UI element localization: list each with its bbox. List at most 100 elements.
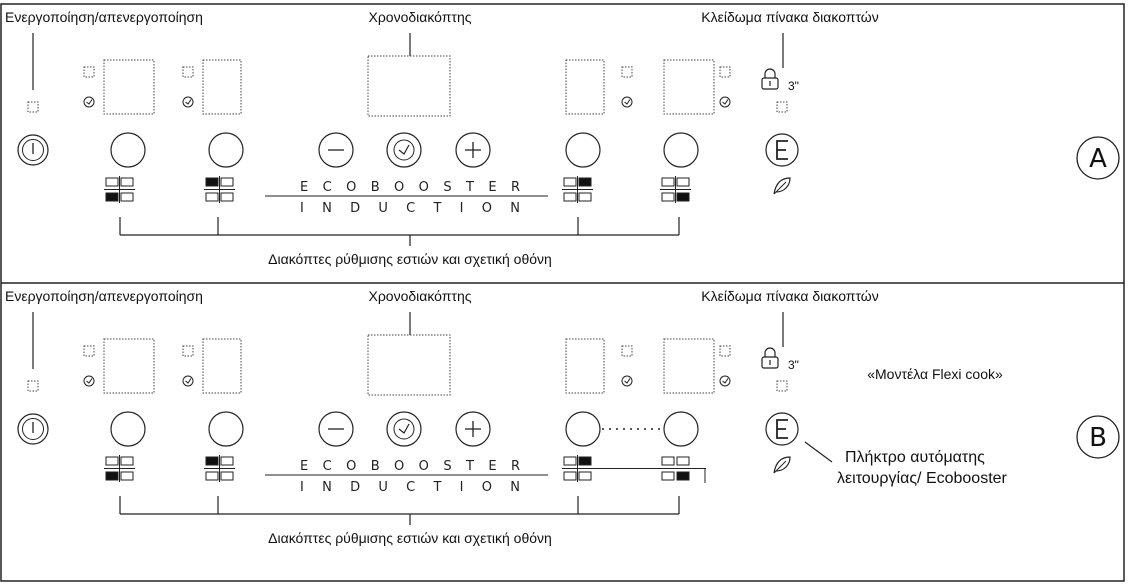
timer-outer xyxy=(386,132,422,168)
zone-cell xyxy=(105,192,119,202)
zone-4-knob[interactable] xyxy=(663,411,699,447)
clock-hands xyxy=(722,378,729,384)
zone-1-display xyxy=(103,59,155,115)
clock-face xyxy=(83,375,95,387)
leaf-vein xyxy=(773,460,787,474)
clock-hands xyxy=(722,99,729,105)
zone-cell xyxy=(120,192,134,202)
zone-cell xyxy=(105,456,119,466)
zone-cell xyxy=(205,471,219,481)
e-letter-icon xyxy=(776,140,788,160)
timer-label: Χρονοδιακόπτης xyxy=(368,9,471,25)
zone-cell xyxy=(205,192,219,202)
panel-letter-circle xyxy=(1076,136,1120,180)
zone-cell xyxy=(120,177,134,187)
indicator-square xyxy=(83,66,95,78)
clock-hands xyxy=(624,378,631,384)
zone-2-knob[interactable] xyxy=(208,411,244,447)
clock-icon xyxy=(182,96,194,108)
panel-letter-circle xyxy=(1076,415,1120,459)
auto-mode-button[interactable] xyxy=(765,133,799,167)
zone-4-display xyxy=(663,338,715,394)
eco-booster-text: E C O B O O S T E R xyxy=(300,459,520,474)
flexi-zone-grid xyxy=(562,455,706,483)
zone-cell xyxy=(120,456,134,466)
zone-cell xyxy=(661,192,675,202)
zone-2-knob[interactable] xyxy=(208,132,244,168)
zone-cell xyxy=(563,456,577,466)
zone-cell xyxy=(676,471,690,481)
zone-indicator-grid xyxy=(104,176,135,203)
timer-display xyxy=(367,334,451,396)
padlock-icon[interactable] xyxy=(761,68,779,90)
zone-3-display xyxy=(565,59,605,115)
zone-indicator-grid xyxy=(660,176,691,203)
minus-button[interactable] xyxy=(318,132,354,168)
zone-cell xyxy=(205,456,219,466)
timer-button[interactable] xyxy=(386,132,422,168)
clock-hands xyxy=(398,144,410,155)
indicator-square xyxy=(182,345,194,357)
clock-hands xyxy=(185,378,192,384)
zone-3-display xyxy=(565,338,605,394)
zone-3-knob[interactable] xyxy=(565,132,601,168)
zone-indicator-grid xyxy=(204,176,235,203)
zone-cell xyxy=(676,177,690,187)
zone-cell xyxy=(661,456,675,466)
clock-face xyxy=(621,96,633,108)
padlock-icon[interactable] xyxy=(761,347,779,369)
zone-cell xyxy=(578,456,592,466)
lock-indicator xyxy=(776,380,788,392)
clock-icon xyxy=(393,139,415,161)
zone-cell xyxy=(105,471,119,481)
clock-face xyxy=(621,375,633,387)
indicator-square xyxy=(719,66,731,78)
timer-outer xyxy=(386,411,422,447)
lock-label: Κλείδωμα πίνακα διακοπτών xyxy=(701,9,878,25)
zones-label: Διακόπτες ρύθμισης εστιών και σχετική οθ… xyxy=(268,251,552,267)
clock-icon xyxy=(719,375,731,387)
indicator-square xyxy=(621,345,633,357)
clock-icon xyxy=(182,375,194,387)
leaf-icon xyxy=(773,456,791,474)
power-button-icon[interactable] xyxy=(17,413,49,445)
timer-display xyxy=(367,55,451,117)
zone-1-knob[interactable] xyxy=(110,411,146,447)
zone-1-display xyxy=(103,338,155,394)
zone-cell xyxy=(578,177,592,187)
power-button-icon[interactable] xyxy=(17,134,49,166)
minus-button[interactable] xyxy=(318,411,354,447)
auto-mode-button[interactable] xyxy=(765,412,799,446)
clock-hands xyxy=(398,423,410,434)
plus-button[interactable] xyxy=(455,411,491,447)
zone-cell xyxy=(578,192,592,202)
indicator-square xyxy=(83,345,95,357)
zone-indicator-grid xyxy=(104,455,135,482)
lock-time-label: 3" xyxy=(788,358,799,372)
eco-booster-text: E C O B O O S T E R xyxy=(300,180,520,195)
zone-2-display xyxy=(202,59,242,115)
clock-face xyxy=(83,96,95,108)
zone-3-knob[interactable] xyxy=(565,411,601,447)
leaf-outline xyxy=(773,177,791,195)
zone-4-knob[interactable] xyxy=(663,132,699,168)
plus-button[interactable] xyxy=(455,132,491,168)
auto-key-leader xyxy=(804,441,833,463)
lock-time-label: 3" xyxy=(788,79,799,93)
clock-face xyxy=(182,96,194,108)
clock-hands xyxy=(185,99,192,105)
zone-cell xyxy=(661,177,675,187)
zone-1-knob[interactable] xyxy=(110,132,146,168)
zone-indicator-grid xyxy=(562,176,593,203)
zone-cell xyxy=(120,471,134,481)
indicator-square xyxy=(182,66,194,78)
induction-text: I N D U C T I O N xyxy=(300,201,520,216)
zone-cell xyxy=(105,177,119,187)
timer-button[interactable] xyxy=(386,411,422,447)
induction-text: I N D U C T I O N xyxy=(300,480,520,495)
power-indicator xyxy=(27,101,39,113)
padlock-shackle xyxy=(764,347,776,357)
